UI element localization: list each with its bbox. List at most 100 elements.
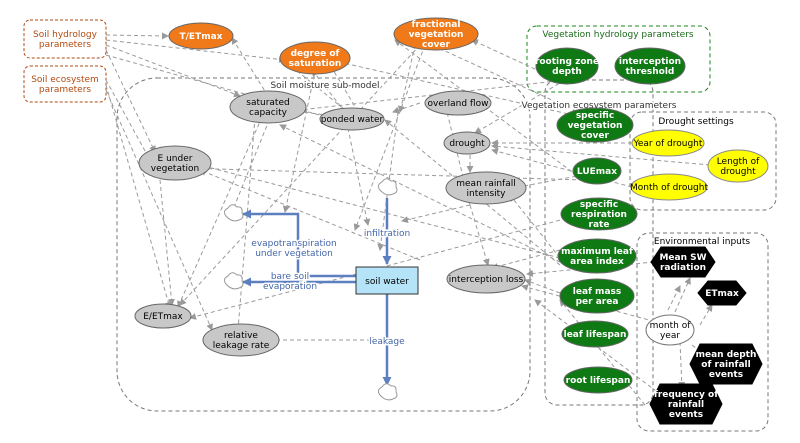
environmental-inputs-title: Environmental inputs: [654, 237, 750, 247]
soil-water-label: soil water: [365, 277, 409, 287]
overland-flow-node: overland flow: [424, 90, 492, 116]
environmental-inputs-group: [636, 232, 769, 432]
interception-loss-label: interception loss: [449, 275, 524, 285]
t-etmax-shape: [168, 22, 234, 50]
soil-water-stock: [355, 266, 419, 295]
overland-flow-shape: [424, 90, 492, 116]
root-lifespan-label: root lifespan: [566, 376, 631, 386]
relative-leakage-rate-shape: [202, 323, 280, 357]
year-of-drought-shape: [631, 129, 705, 157]
cloud-sink-icon: [223, 204, 244, 222]
interception-loss-node: interception loss: [446, 264, 526, 294]
interception-loss-shape: [446, 264, 526, 294]
overland-flow-label: overland flow: [428, 99, 489, 109]
maximum-leaf-area-index-shape: [557, 238, 637, 274]
interception-threshold-shape: [614, 47, 686, 85]
etmax-node: ETmax: [697, 280, 747, 306]
rooting-zone-depth-shape: [535, 47, 599, 85]
t-etmax-label: T/ETmax: [180, 32, 223, 42]
mean-sw-radiation-shape: [650, 246, 716, 278]
ponded-water-label: ponded water: [321, 115, 384, 125]
leakage-label: leakage: [369, 337, 405, 347]
vegetation-hydrology-group: [526, 25, 711, 93]
fractional-cover-shape: [393, 17, 479, 51]
root-lifespan-node: root lifespan: [563, 366, 633, 394]
cloud-sink-icon: [377, 383, 398, 401]
vegetation-hydrology-title: Vegetation hydrology parameters: [542, 30, 694, 40]
month-of-drought-shape: [630, 173, 708, 201]
ponded-water-node: ponded water: [319, 107, 385, 131]
mean-rainfall-intensity-shape: [445, 171, 527, 205]
soil-moisture-submodel-boundary: [116, 77, 531, 412]
cloud-icons: [223, 178, 398, 401]
etmax-label: ETmax: [705, 289, 739, 299]
leaf-lifespan-node: leaf lifespan: [561, 320, 629, 348]
leaf-lifespan-label: leaf lifespan: [564, 330, 627, 340]
lue-max-label: LUEmax: [577, 167, 617, 177]
frequency-rainfall-shape: [649, 383, 723, 425]
month-of-year-shape: [645, 314, 695, 346]
e-etmax-shape: [134, 303, 192, 329]
evapotranspiration-flow: [242, 209, 356, 278]
leaf-mass-per-area-shape: [559, 278, 635, 314]
e-etmax-node: E/ETmax: [134, 303, 192, 329]
leaf-lifespan-shape: [561, 320, 629, 348]
year-of-drought-label: Year of drought: [633, 139, 703, 149]
soil-ecosystem-parameters-group: [23, 65, 107, 103]
specific-vegetation-cover-shape: [556, 107, 634, 143]
degree-saturation-shape: [279, 41, 351, 75]
year-of-drought-node: Year of drought: [631, 129, 705, 157]
length-of-drought-shape: [707, 149, 769, 183]
infiltration-label: infiltration: [364, 229, 410, 239]
soil-moisture-submodel-title: Soil moisture sub-model: [270, 81, 379, 91]
e-under-vegetation-shape: [138, 145, 212, 181]
ponded-water-shape: [319, 107, 385, 131]
root-lifespan-shape: [563, 366, 633, 394]
t-etmax-node: T/ETmax: [168, 22, 234, 50]
soil-hydrology-parameters-group: [23, 19, 107, 59]
drought-settings-title: Drought settings: [658, 117, 734, 127]
month-of-drought-label: Month of drought: [630, 183, 708, 193]
etmax-shape: [697, 280, 747, 306]
drought-label: drought: [449, 139, 485, 149]
vegetation-ecosystem-group: [544, 79, 654, 406]
month-of-drought-node: Month of drought: [630, 173, 708, 201]
lue-max-node: LUEmax: [572, 157, 622, 185]
flows: [242, 198, 392, 386]
e-etmax-label: E/ETmax: [143, 312, 183, 322]
